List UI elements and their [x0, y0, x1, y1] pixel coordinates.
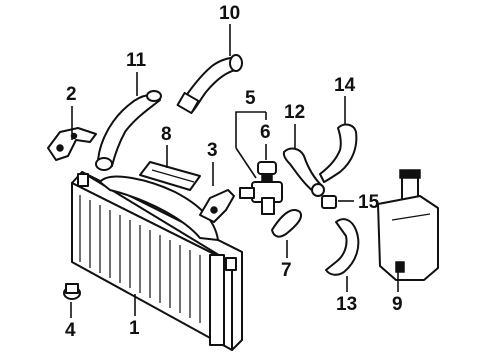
- radiator-insulator: [63, 283, 81, 300]
- heater-control-valve: [239, 161, 283, 215]
- coolant-reservoir: [377, 169, 439, 281]
- callout-12: 12: [284, 102, 305, 123]
- callout-14: 14: [334, 75, 356, 96]
- callout-1: 1: [129, 318, 140, 339]
- callout-11: 11: [126, 50, 147, 71]
- lower-radiator-hose: [325, 218, 360, 276]
- callout-9: 9: [392, 294, 403, 315]
- leader-lines: [70, 24, 399, 318]
- radiator: [71, 171, 243, 351]
- callout-6: 6: [260, 122, 271, 143]
- callout-10: 10: [219, 3, 240, 24]
- callout-5: 5: [245, 88, 256, 109]
- callout-2: 2: [66, 84, 77, 105]
- heater-inlet-hose: [176, 54, 243, 115]
- callout-8: 8: [161, 124, 172, 145]
- heater-outlet-hose: [271, 209, 302, 238]
- callout-13: 13: [336, 294, 357, 315]
- upper-radiator-hose: [95, 90, 162, 171]
- heater-hose-return: [319, 123, 358, 183]
- upper-mount-bracket: [47, 127, 97, 161]
- callout-15: 15: [358, 192, 380, 213]
- callout-3: 3: [207, 140, 218, 161]
- callout-4: 4: [65, 320, 76, 341]
- callout-7: 7: [281, 260, 292, 281]
- air-deflector: [139, 161, 201, 191]
- lower-mount-bracket: [199, 189, 235, 223]
- hose-connector: [321, 195, 337, 209]
- heater-hose-upper: [282, 147, 325, 197]
- callout-labels: 1 2 3 4 5 6 7 8 9 10 11 12 13 14 15: [65, 3, 403, 341]
